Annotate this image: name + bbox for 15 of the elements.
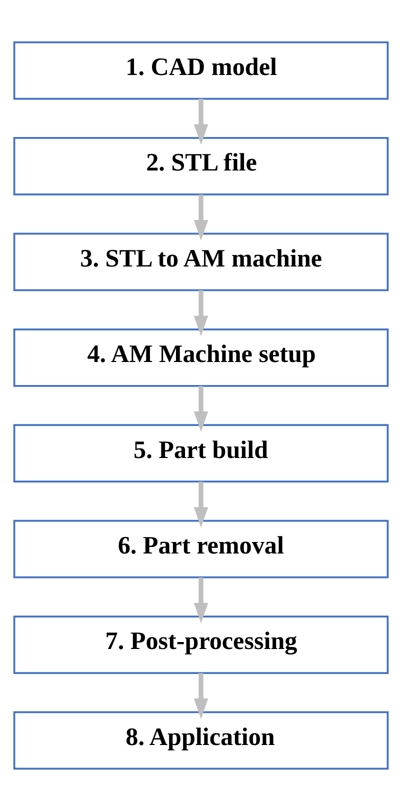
node-box: 8. Application [13,710,389,770]
node-box: 4. AM Machine setup [13,328,389,386]
arrow [194,672,208,718]
node-box: 1. CAD model [13,40,389,100]
arrow [194,576,208,623]
node-box: 6. Part removal [13,519,389,578]
arrow [194,290,208,336]
arrow [194,98,208,144]
node-box: 5. Part build [13,424,389,482]
node-box: 3. STL to AM machine [13,232,389,291]
node-box: 2. STL file [13,136,389,195]
arrow [194,194,208,240]
arrow [194,386,208,432]
node-box: 7. Post-processing [13,615,389,674]
arrow [194,481,208,528]
